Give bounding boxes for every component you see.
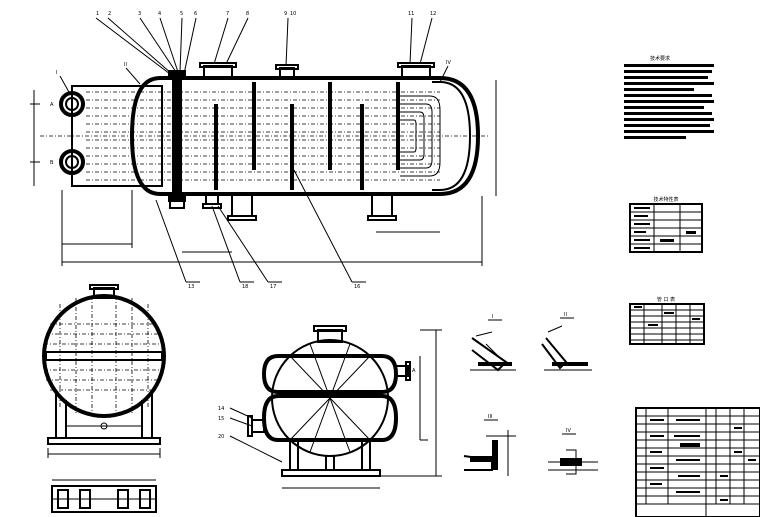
callout-12: 12	[430, 11, 436, 17]
side-top-flange	[313, 325, 347, 332]
side-right-flange	[405, 361, 411, 381]
side-tag-14: 14	[218, 406, 224, 412]
callout-3: 3	[138, 11, 141, 17]
dimension-lines	[30, 80, 497, 266]
tube-bundle-left	[71, 85, 163, 187]
parts-list-columns	[645, 408, 745, 517]
end-view-top-flange	[89, 284, 119, 290]
side-tag-20: 20	[218, 434, 224, 440]
notes-text-bars	[624, 64, 714, 139]
callout-iv: IV	[446, 60, 451, 66]
shell-outline	[129, 76, 481, 196]
technical-notes: 技术要求	[624, 55, 714, 139]
title-block-parts-list	[635, 407, 760, 517]
pass-partition	[45, 351, 163, 361]
callout-16: 16	[354, 284, 360, 290]
detail-iii-label: III	[488, 414, 492, 420]
side-tag-15: 15	[218, 416, 224, 422]
detail-iii: III	[463, 414, 516, 476]
parts-list-entries	[650, 419, 756, 501]
side-view-supports	[281, 439, 381, 477]
callout-7: 7	[226, 11, 229, 17]
tech-characteristics-table: 技术特性表	[629, 196, 703, 253]
callout-6: 6	[194, 11, 197, 17]
callout-a: A	[50, 102, 54, 108]
callout-17: 17	[270, 284, 276, 290]
callout-18: 18	[242, 284, 248, 290]
inlet-nozzle-b	[59, 149, 85, 175]
leader-lines-top	[59, 17, 449, 95]
tube-lines	[86, 91, 440, 181]
side-right-nozzle	[395, 365, 409, 377]
callout-b: B	[50, 160, 54, 166]
parts-list-rows	[636, 415, 760, 505]
top-nozzles	[199, 62, 435, 79]
nozzle-table: 管 口 表	[629, 296, 705, 345]
inlet-nozzle-b-bore	[65, 155, 79, 169]
detail-ii-label: II	[564, 312, 567, 318]
side-view: 14 15 20 A	[218, 325, 442, 489]
callout-5: 5	[180, 11, 183, 17]
detail-i: I	[470, 314, 516, 372]
inlet-nozzle-a-bore	[65, 97, 79, 111]
callout-4: 4	[158, 11, 161, 17]
callout-8: 8	[246, 11, 249, 17]
end-view	[42, 284, 166, 513]
callout-13: 13	[188, 284, 194, 290]
side-view-cross-bracing	[289, 343, 371, 453]
tube-sheet-top	[168, 70, 186, 76]
side-view-dimensions	[282, 329, 442, 489]
inlet-nozzle-a	[59, 91, 85, 117]
notes-title: 技术要求	[650, 55, 670, 62]
end-view-shell	[42, 294, 166, 418]
side-lower-shell	[261, 394, 399, 442]
leader-lines-bottom	[155, 169, 366, 283]
callout-ii: II	[124, 62, 127, 68]
detail-i-label: I	[492, 314, 493, 320]
detail-iv: IV	[548, 428, 598, 475]
callout-11: 11	[408, 11, 414, 17]
table1-title: 技术特性表	[653, 196, 678, 203]
side-upper-shell	[261, 354, 399, 394]
end-view-tube-pattern	[44, 296, 164, 416]
callout-i: I	[56, 70, 57, 76]
callout-10: 10	[290, 11, 296, 17]
callout-2: 2	[108, 11, 111, 17]
table2-title: 管 口 表	[657, 296, 675, 303]
bottom-nozzles	[169, 193, 397, 221]
side-view-leaders	[229, 407, 283, 463]
detail-ii: II	[541, 312, 592, 371]
side-tag-a: A	[412, 368, 416, 374]
callout-9: 9	[284, 11, 287, 17]
main-elevation-view: 1 2 3 4 5 6 7 8 9 10 11 12 I II A B IV 1…	[30, 11, 497, 290]
detail-iv-label: IV	[566, 428, 571, 434]
baffles	[214, 82, 400, 190]
callout-1: 1	[96, 11, 99, 17]
saddle-support	[47, 390, 161, 445]
detail-views: I II III IV	[463, 312, 598, 476]
saddle-plan	[51, 479, 157, 513]
